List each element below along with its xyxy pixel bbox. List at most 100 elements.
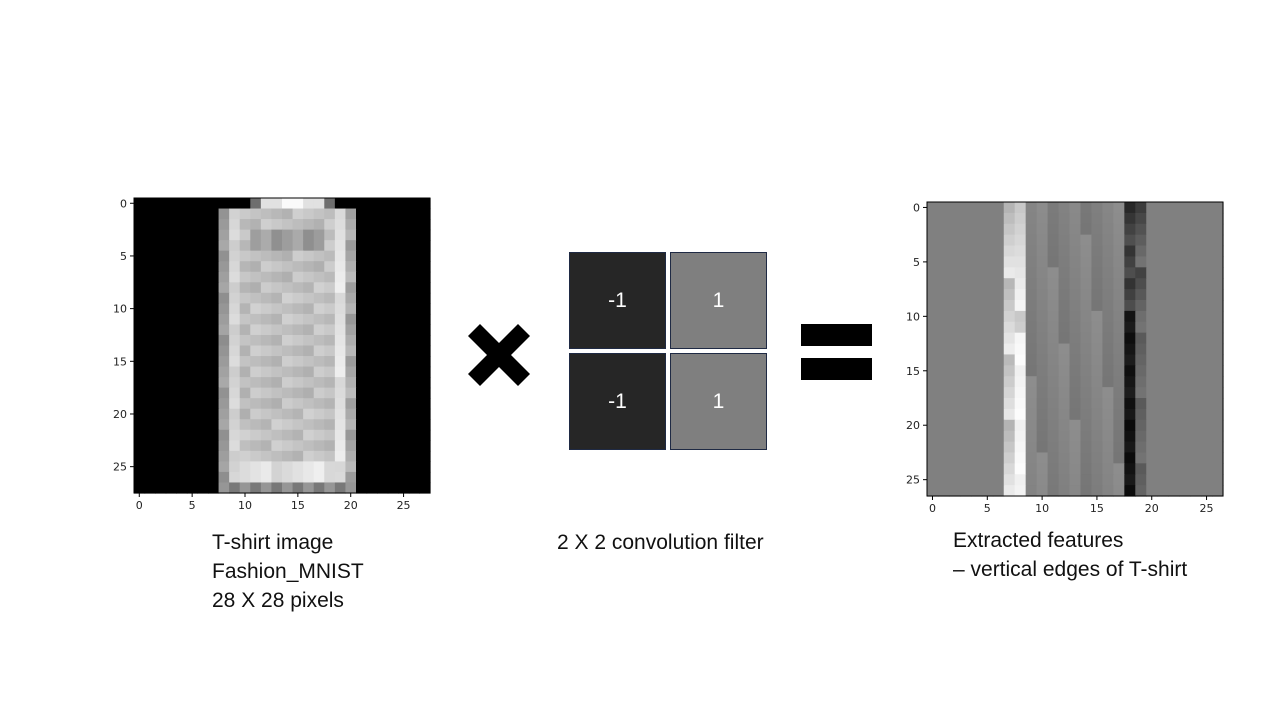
pixel-cell bbox=[313, 419, 325, 431]
pixel-cell bbox=[419, 208, 431, 220]
pixel-cell bbox=[260, 450, 273, 462]
pixel-cell bbox=[229, 482, 241, 494]
pixel-cell bbox=[1058, 376, 1071, 388]
pixel-cell bbox=[992, 267, 1005, 279]
pixel-cell bbox=[334, 429, 347, 441]
pixel-cell bbox=[165, 450, 177, 462]
pixel-cell bbox=[324, 471, 336, 484]
pixel-cell bbox=[970, 256, 983, 268]
pixel-cell bbox=[1135, 452, 1147, 464]
pixel-cell bbox=[313, 240, 325, 252]
pixel-cell bbox=[239, 429, 251, 441]
pixel-cell bbox=[1168, 474, 1180, 486]
pixel-cell bbox=[345, 356, 357, 368]
pixel-cell bbox=[356, 387, 368, 399]
pixel-cell bbox=[197, 440, 209, 452]
pixel-cell bbox=[927, 387, 939, 399]
pixel-cell bbox=[1113, 430, 1125, 443]
pixel-cell bbox=[1157, 321, 1169, 334]
pixel-cell bbox=[1113, 365, 1125, 377]
pixel-cell bbox=[419, 461, 431, 473]
pixel-cell bbox=[218, 324, 230, 336]
pixel-cell bbox=[282, 261, 294, 273]
y-tick-label: 20 bbox=[113, 408, 127, 421]
pixel-cell bbox=[1047, 485, 1060, 497]
pixel-cell bbox=[155, 240, 167, 252]
pixel-cell bbox=[1157, 463, 1169, 475]
input-caption-size: 28 X 28 pixels bbox=[212, 589, 344, 612]
pixel-cell bbox=[1168, 321, 1180, 334]
pixel-cell bbox=[324, 398, 336, 410]
pixel-cell bbox=[197, 219, 209, 231]
pixel-cell bbox=[948, 321, 961, 334]
pixel-cell bbox=[356, 440, 368, 452]
pixel-cell bbox=[1157, 343, 1169, 356]
pixel-cell bbox=[356, 324, 368, 336]
pixel-cell bbox=[981, 278, 994, 290]
pixel-cell bbox=[155, 461, 167, 473]
pixel-cell bbox=[1124, 256, 1136, 268]
pixel-cell bbox=[959, 474, 972, 486]
pixel-cell bbox=[1102, 343, 1114, 356]
pixel-cell bbox=[250, 461, 262, 473]
filter-caption: 2 X 2 convolution filter bbox=[557, 528, 764, 557]
pixel-cell bbox=[1003, 245, 1016, 258]
pixel-cell bbox=[1168, 212, 1180, 225]
pixel-cell bbox=[1014, 463, 1027, 475]
pixel-cell bbox=[366, 398, 378, 410]
pixel-cell bbox=[313, 482, 325, 494]
pixel-cell bbox=[1212, 245, 1224, 258]
pixel-cell bbox=[970, 202, 983, 214]
pixel-cell bbox=[1036, 234, 1049, 247]
pixel-cell bbox=[366, 461, 378, 473]
pixel-cell bbox=[165, 471, 177, 484]
pixel-cell bbox=[1036, 278, 1049, 290]
pixel-cell bbox=[176, 482, 188, 494]
pixel-cell bbox=[408, 419, 421, 431]
pixel-cell bbox=[282, 219, 294, 231]
pixel-cell bbox=[155, 440, 167, 452]
pixel-cell bbox=[959, 267, 972, 279]
pixel-cell bbox=[1212, 463, 1224, 475]
pixel-cell bbox=[1179, 300, 1191, 312]
pixel-cell bbox=[197, 334, 209, 347]
pixel-cell bbox=[239, 482, 251, 494]
pixel-cell bbox=[292, 429, 304, 441]
pixel-cell bbox=[292, 387, 304, 399]
pixel-cell bbox=[229, 292, 241, 304]
pixel-cell bbox=[1069, 387, 1082, 399]
pixel-cell bbox=[419, 377, 431, 389]
pixel-cell bbox=[165, 429, 177, 441]
pixel-cell bbox=[292, 208, 304, 220]
pixel-cell bbox=[1036, 267, 1049, 279]
pixel-cell bbox=[292, 366, 304, 378]
pixel-cell bbox=[970, 354, 983, 366]
pixel-cell bbox=[377, 292, 389, 304]
pixel-cell bbox=[155, 261, 167, 273]
pixel-cell bbox=[303, 377, 315, 389]
pixel-cell bbox=[1069, 430, 1082, 443]
pixel-cell bbox=[1212, 343, 1224, 356]
pixel-cell bbox=[250, 366, 262, 378]
pixel-cell bbox=[1157, 376, 1169, 388]
pixel-cell bbox=[366, 271, 378, 283]
pixel-cell bbox=[334, 366, 347, 378]
pixel-cell bbox=[937, 474, 950, 486]
pixel-cell bbox=[981, 223, 994, 236]
pixel-cell bbox=[419, 303, 431, 315]
pixel-cell bbox=[208, 208, 220, 220]
pixel-cell bbox=[345, 450, 357, 462]
pixel-cell bbox=[959, 212, 972, 225]
pixel-cell bbox=[208, 345, 220, 357]
pixel-cell bbox=[1113, 441, 1125, 454]
pixel-cell bbox=[408, 198, 421, 210]
pixel-cell bbox=[992, 398, 1005, 410]
pixel-cell bbox=[408, 303, 421, 315]
pixel-cell bbox=[927, 474, 939, 486]
pixel-cell bbox=[387, 250, 399, 262]
pixel-cell bbox=[271, 240, 283, 252]
pixel-cell bbox=[218, 313, 230, 326]
pixel-cell bbox=[970, 419, 983, 432]
pixel-cell bbox=[981, 256, 994, 268]
pixel-cell bbox=[948, 267, 961, 279]
